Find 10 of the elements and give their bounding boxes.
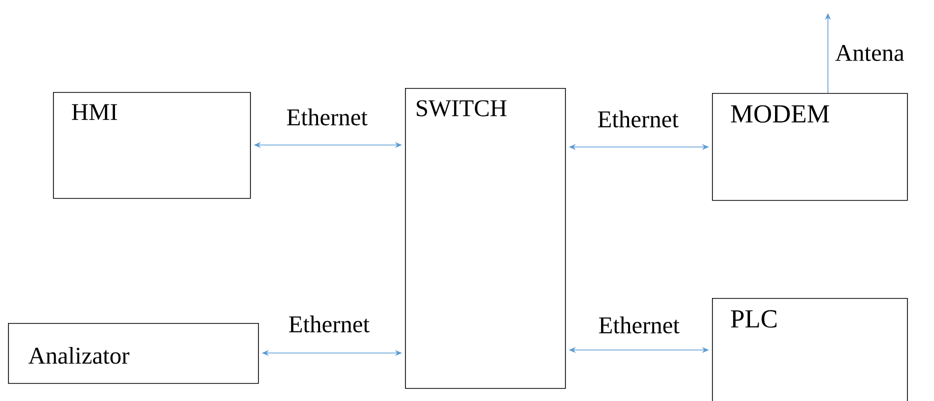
device-box: MODEM — [712, 93, 908, 201]
edge-label: Ethernet — [596, 110, 680, 128]
device-box: Analizator — [8, 323, 259, 384]
device-box: HMI — [53, 92, 251, 199]
device-box: PLC — [712, 298, 908, 401]
edge-label: Ethernet — [597, 316, 681, 334]
edge-label: Ethernet — [287, 314, 371, 334]
edge-label: Antena — [834, 44, 906, 62]
edge-label: Ethernet — [285, 108, 369, 126]
device-box: SWITCH — [405, 88, 566, 389]
